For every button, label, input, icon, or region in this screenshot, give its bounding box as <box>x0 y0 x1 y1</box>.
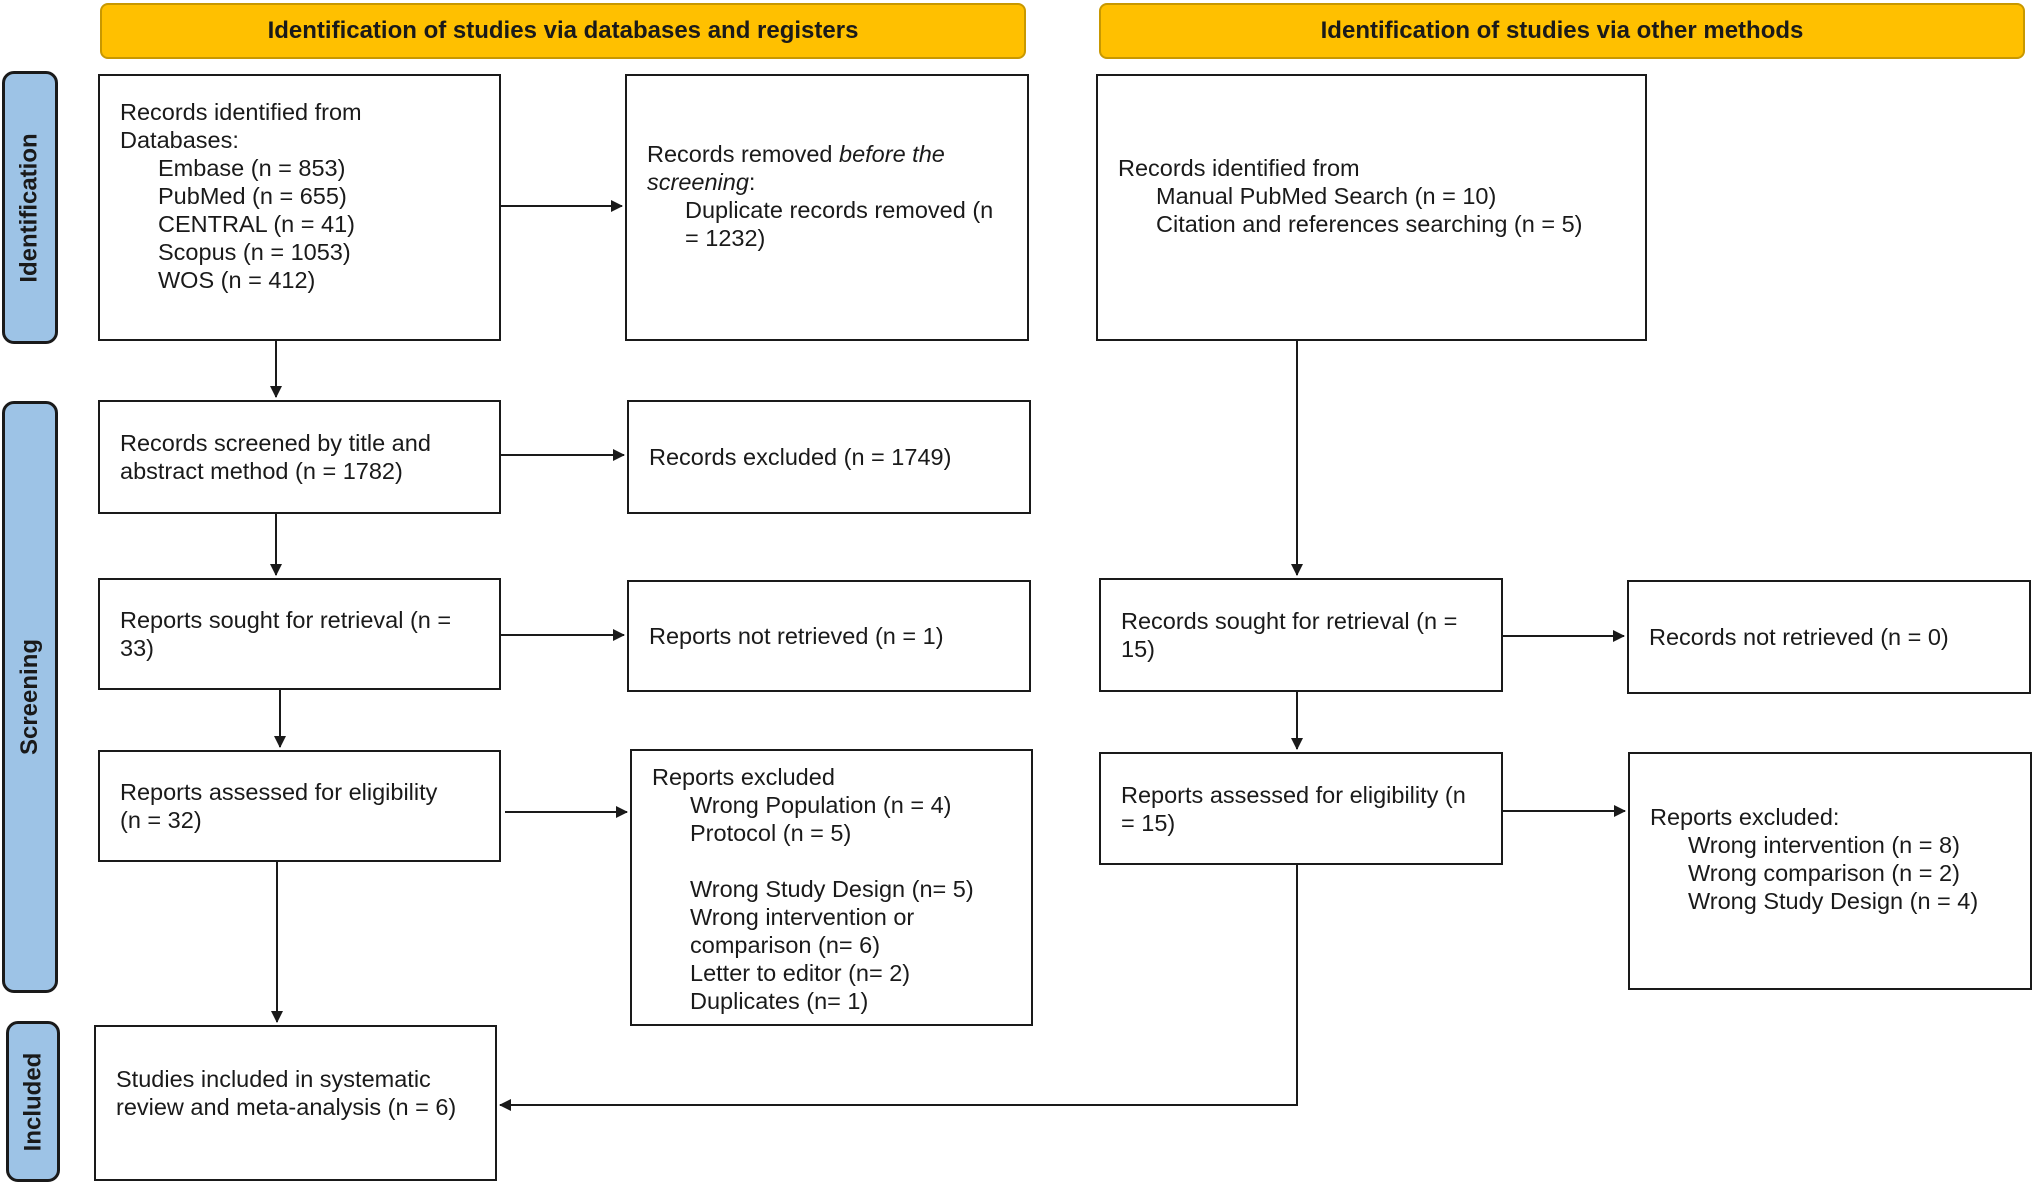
other-not-retrieved-text: Records not retrieved (n = 0) <box>1649 624 1949 650</box>
header-databases-text: Identification of studies via databases … <box>267 17 859 44</box>
db-reports-sought-box: Reports sought for retrieval (n = 33) <box>98 578 501 690</box>
db-removed-detail2: = 1232) <box>685 225 766 251</box>
other-source-manual-pubmed: Manual PubMed Search (n = 10) <box>1156 183 1497 209</box>
db-sought-line2: 33) <box>120 635 154 661</box>
db-reason-wrong-design: Wrong Study Design (n= 5) <box>690 876 974 902</box>
other-reason-wrong-design: Wrong Study Design (n = 4) <box>1688 888 1979 914</box>
db-assessed-line2: (n = 32) <box>120 807 202 833</box>
db-not-retrieved-text: Reports not retrieved (n = 1) <box>649 623 944 649</box>
db-source-pubmed: PubMed (n = 655) <box>158 183 347 209</box>
stage-identification: Identification <box>2 71 58 344</box>
included-line2: review and meta-analysis (n = 6) <box>116 1094 457 1120</box>
db-records-identified-box: Records identified from Databases: Embas… <box>98 74 501 341</box>
other-sought-line2: 15) <box>1121 636 1155 662</box>
db-source-scopus: Scopus (n = 1053) <box>158 239 351 265</box>
included-line1: Studies included in systematic <box>116 1066 431 1092</box>
other-assessed-line2: = 15) <box>1121 809 1176 836</box>
db-identified-title2: Databases: <box>120 127 239 153</box>
other-reports-excluded-box: Reports excluded: Wrong intervention (n … <box>1628 752 2032 990</box>
other-reports-assessed-box: Reports assessed for eligibility (n = 15… <box>1099 752 1503 865</box>
db-source-embase: Embase (n = 853) <box>158 155 346 181</box>
other-reason-wrong-intervention: Wrong intervention (n = 8) <box>1688 832 1960 858</box>
db-removed-italic2: screening <box>647 169 749 195</box>
db-records-removed-box: Records removed before the screening: Du… <box>625 74 1029 341</box>
header-other-text: Identification of studies via other meth… <box>1320 17 1804 44</box>
other-identified-title: Records identified from <box>1118 155 1360 181</box>
db-removed-heading: Records removed before the <box>647 140 1027 168</box>
other-assessed-line1: Reports assessed for eligibility (n <box>1121 781 1466 808</box>
studies-included-box: Studies included in systematic review an… <box>94 1025 497 1181</box>
db-records-excluded-box: Records excluded (n = 1749) <box>627 400 1031 514</box>
stage-screening: Screening <box>2 401 58 993</box>
db-removed-prefix: Records removed <box>647 141 839 167</box>
other-reason-wrong-comparison: Wrong comparison (n = 2) <box>1688 860 1960 886</box>
db-reason-wrong-population: Wrong Population (n = 4) <box>690 792 952 818</box>
db-source-wos: WOS (n = 412) <box>158 267 316 293</box>
arrow-other-assessed-to-included <box>499 865 1298 1111</box>
db-assessed-line1: Reports assessed for eligibility <box>120 779 438 805</box>
db-reason-protocol: Protocol (n = 5) <box>690 820 852 846</box>
db-identified-title1: Records identified from <box>120 99 362 125</box>
other-records-identified-box: Records identified from Manual PubMed Se… <box>1096 74 1647 341</box>
db-reports-assessed-box: Reports assessed for eligibility (n = 32… <box>98 750 501 862</box>
db-source-central: CENTRAL (n = 41) <box>158 211 355 237</box>
db-removed-detail1: Duplicate records removed (n <box>685 197 994 223</box>
db-not-retrieved-box: Reports not retrieved (n = 1) <box>627 580 1031 692</box>
db-excluded-text: Records excluded (n = 1749) <box>649 444 952 470</box>
other-sought-line1: Records sought for retrieval (n = <box>1121 608 1458 634</box>
db-reason-duplicates: Duplicates (n= 1) <box>690 988 869 1014</box>
header-other-methods: Identification of studies via other meth… <box>1099 3 2025 59</box>
stage-included: Included <box>6 1021 60 1182</box>
other-reports-excluded-title: Reports excluded: <box>1650 804 1840 830</box>
db-sought-line1: Reports sought for retrieval (n = <box>120 607 452 633</box>
db-screened-line1: Records screened by title and <box>120 430 431 456</box>
db-reason-comparison: comparison (n= 6) <box>690 932 881 958</box>
other-records-sought-box: Records sought for retrieval (n = 15) <box>1099 578 1503 692</box>
db-removed-heading2: screening: <box>647 168 1027 196</box>
other-source-citation: Citation and references searching (n = 5… <box>1156 211 1583 237</box>
db-screened-line2: abstract method (n = 1782) <box>120 458 403 484</box>
header-databases: Identification of studies via databases … <box>100 3 1026 59</box>
db-reason-letter: Letter to editor (n= 2) <box>690 960 911 986</box>
db-removed-suffix: : <box>748 169 756 195</box>
db-reports-excluded-box: Reports excluded Wrong Population (n = 4… <box>630 749 1033 1026</box>
db-records-screened-box: Records screened by title and abstract m… <box>98 400 501 514</box>
other-not-retrieved-box: Records not retrieved (n = 0) <box>1627 580 2031 694</box>
db-reason-wrong-intervention: Wrong intervention or <box>690 904 915 930</box>
db-reports-excluded-title: Reports excluded <box>652 764 835 790</box>
db-removed-italic1: before the <box>839 141 945 167</box>
